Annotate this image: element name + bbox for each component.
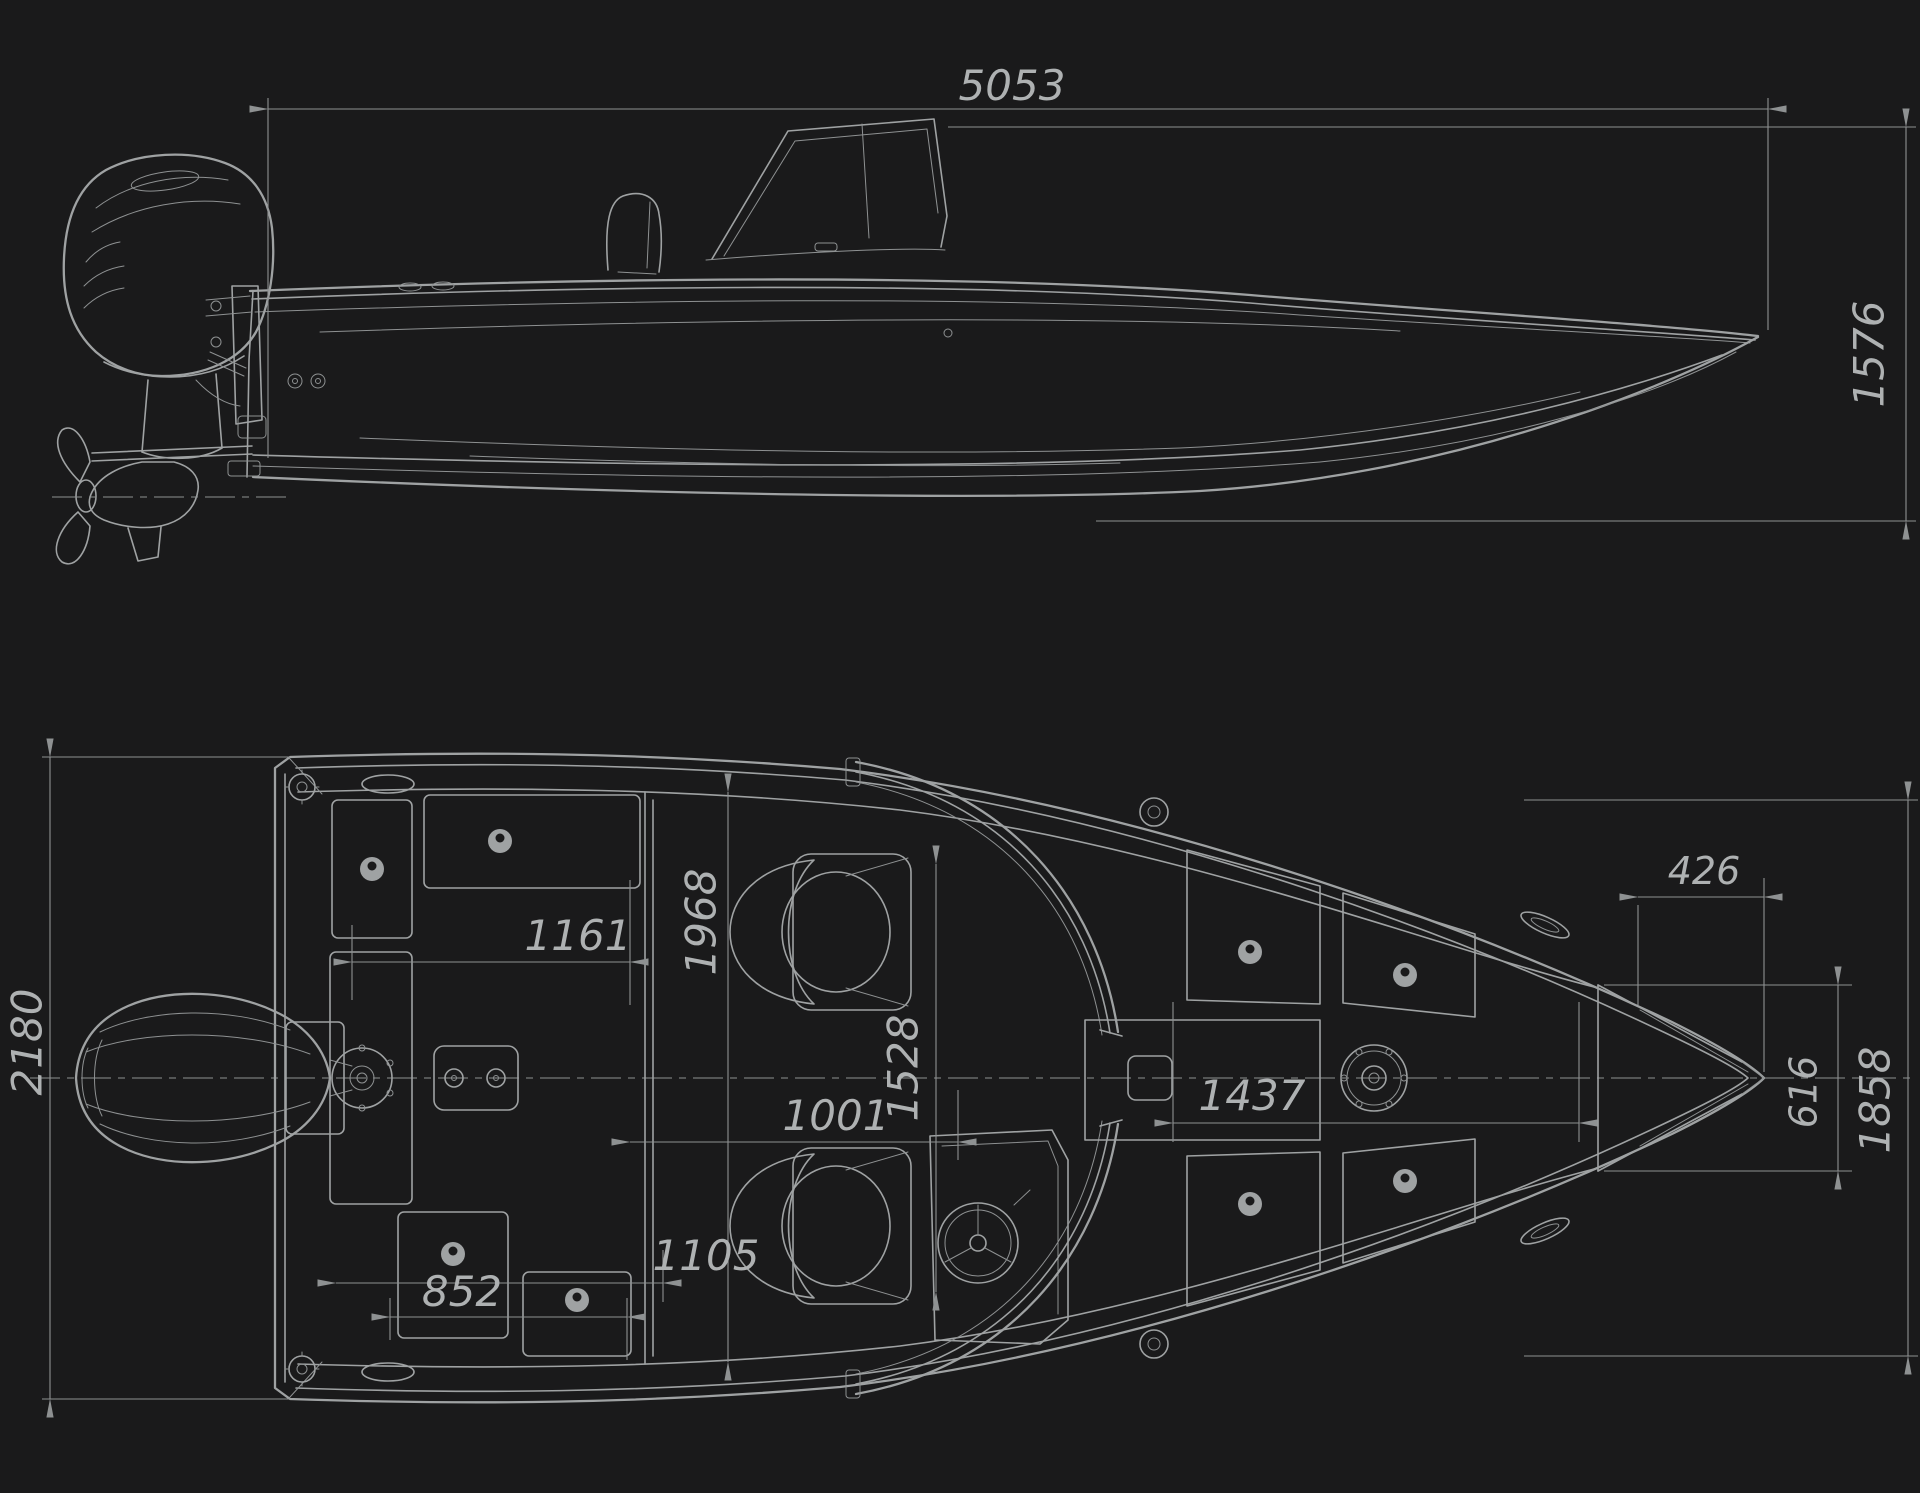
outboard-motor-side (52, 153, 290, 565)
dim-label-beam: 2180 (3, 989, 52, 1096)
helm-console-plan (929, 1129, 1069, 1345)
dim-width-aft: 1968 (677, 773, 732, 1381)
dim-bow-inset: 426 (1619, 849, 1783, 1072)
dim-aft-deck: 1161 (333, 880, 649, 1005)
side-view: 5053 1576 (52, 61, 1916, 565)
dim-label-width-aft: 1968 (677, 869, 726, 976)
transom-plate (284, 1351, 320, 1387)
windshield-plan (845, 757, 1123, 1399)
dim-label-aft-cockpit: 1105 (653, 1231, 760, 1280)
dim-cockpit: 1001 (611, 1090, 977, 1160)
dim-aft-hatch: 852 (371, 1267, 646, 1360)
dim-label-aft-deck: 1161 (525, 911, 632, 960)
transom-plate (284, 769, 320, 805)
helm-seat-side (605, 192, 663, 275)
dim-aft-cockpit: 1105 (317, 1231, 760, 1302)
dim-length-overall: 5053 (249, 61, 1787, 458)
dim-label-fwd-beam: 1858 (1851, 1047, 1900, 1154)
seat-starboard-plan (729, 1147, 912, 1305)
dim-label-width-mid: 1528 (879, 1015, 928, 1122)
dim-label-bow-inset: 426 (1668, 849, 1741, 893)
windshield-side (705, 118, 948, 261)
dim-label-bow-width: 616 (1782, 1056, 1826, 1129)
seat-port-plan (729, 853, 912, 1011)
dim-label-foredeck: 1437 (1199, 1071, 1306, 1120)
dim-width-mid: 1528 (879, 845, 940, 1311)
round-hatch-bolts (1340, 1048, 1408, 1108)
foredeck (1084, 849, 1765, 1307)
dim-bow-width: 616 (1604, 966, 1852, 1190)
dim-label-cockpit: 1001 (783, 1091, 890, 1140)
dim-height-overall: 1576 (948, 108, 1916, 540)
dim-label-height-overall: 1576 (1845, 301, 1894, 408)
dim-fwd-beam: 1858 (1524, 781, 1918, 1375)
top-view: 2180 1161 1968 1528 1001 1105 (3, 738, 1918, 1418)
dim-label-length-overall: 5053 (959, 61, 1066, 110)
hull-side (227, 278, 1760, 497)
dim-beam: 2180 (3, 738, 290, 1418)
dim-foredeck: 1437 (1154, 1002, 1598, 1142)
dim-label-aft-hatch: 852 (422, 1267, 502, 1316)
